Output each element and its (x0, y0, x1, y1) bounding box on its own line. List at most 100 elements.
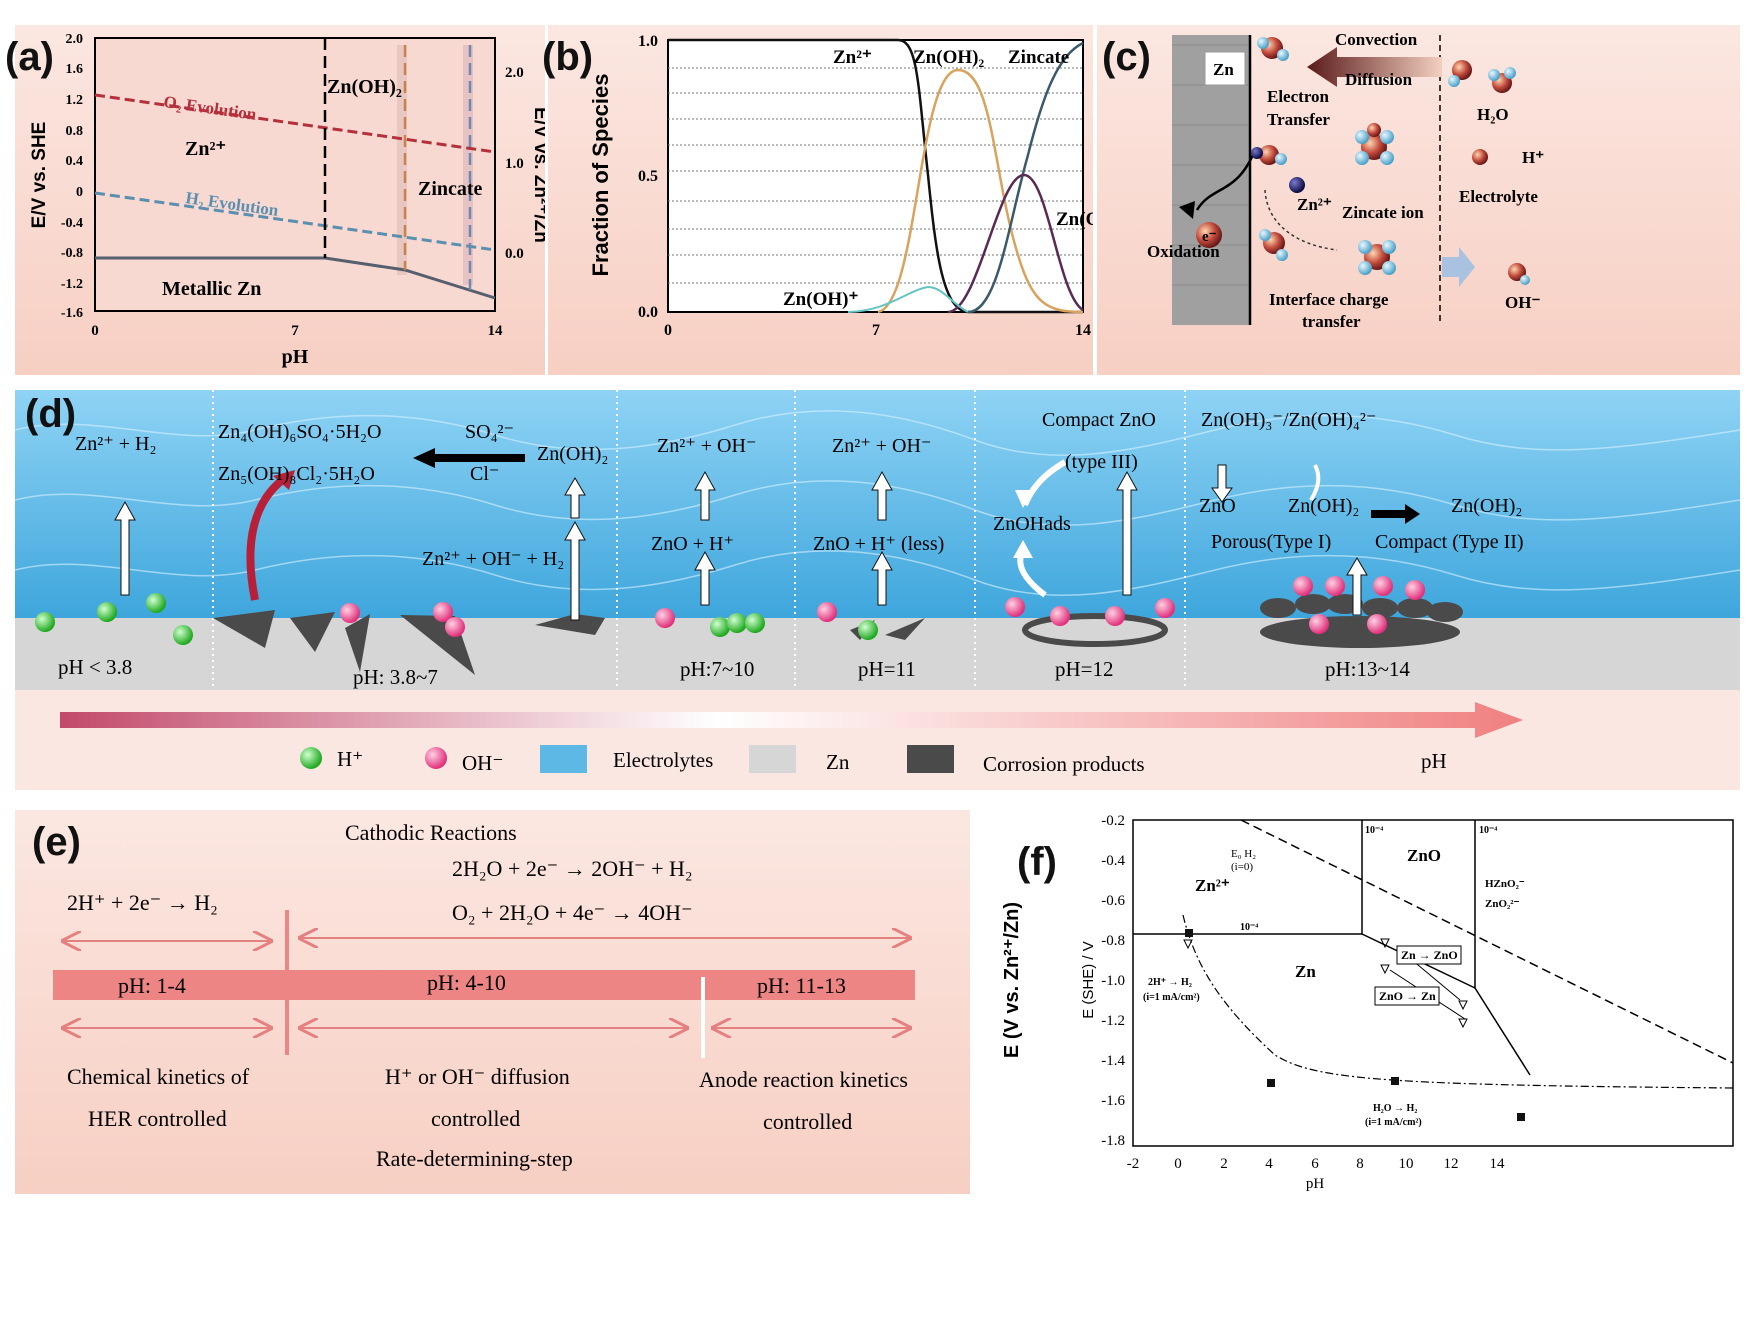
f-xtick: 8 (1356, 1156, 1364, 1172)
b-xtick: 0 (664, 322, 672, 339)
panel-b-label: (b) (542, 35, 594, 79)
f-zno-to-zn: ZnO → Zn (1379, 989, 1436, 1003)
a-ylabel-left: E/V vs. SHE (29, 122, 50, 229)
f-xtick: 14 (1490, 1156, 1506, 1172)
f-conc2: 10⁻⁴ (1479, 825, 1497, 836)
c-interface-charge: Interface charge (1269, 290, 1389, 309)
f-zno: ZnO (1407, 846, 1441, 865)
a-ytick: 1.6 (66, 62, 84, 77)
e-reaction-acid: 2H⁺ + 2e⁻ → H₂ (67, 890, 218, 915)
d-ph-5: pH=12 (1055, 657, 1114, 681)
d-ph-1: pH < 3.8 (58, 655, 132, 679)
d-s2-text4: Zn(OH)₂ (537, 443, 608, 465)
f-ytick: -0.4 (1101, 853, 1125, 869)
e-range-1: pH: 1-4 (118, 973, 186, 998)
a-region-znoh2: Zn(OH)₂ (327, 76, 402, 98)
f-hzno2: HZnO₂⁻ (1485, 878, 1525, 890)
f-ytick: -1.0 (1101, 973, 1125, 989)
a-xtick: 14 (488, 323, 504, 339)
f-zn2: Zn²⁺ (1195, 876, 1230, 895)
f-xtick: 12 (1444, 1156, 1459, 1172)
e-control-1b: HER controlled (88, 1106, 227, 1131)
b-ytick: 0.5 (638, 168, 658, 185)
a-ytick: -1.2 (61, 277, 83, 292)
f-ytick: -1.4 (1101, 1053, 1125, 1069)
b-species-zincate: Zincate (1008, 47, 1069, 68)
f-i1a: (i=1 mA/cm²) (1143, 992, 1200, 1003)
d-s6-text0: Zn(OH)₃⁻/Zn(OH)₄²⁻ (1201, 409, 1376, 431)
c-convection: Convection (1335, 30, 1418, 49)
a-ytick-right: 2.0 (505, 65, 524, 81)
f-xtick: -2 (1127, 1156, 1140, 1172)
d-s5-text1: (type III) (1065, 451, 1138, 473)
f-ytick: -1.8 (1101, 1133, 1125, 1149)
f-h2o-h2: H₂O → H₂ (1373, 1103, 1417, 1114)
a-ytick-right: 0.0 (505, 246, 524, 262)
f-2h-h2: 2H⁺ → H₂ (1148, 977, 1192, 988)
d-s1-text0: Zn²⁺ + H₂ (75, 433, 156, 455)
c-ohminus: OH⁻ (1505, 293, 1540, 312)
f-i0: (i=0) (1231, 861, 1253, 873)
d-s4-text0: Zn²⁺ + OH⁻ (832, 435, 932, 457)
c-electron: Electron (1267, 87, 1330, 106)
c-diffusion: Diffusion (1345, 70, 1413, 89)
f-zn-to-zno: Zn → ZnO (1401, 948, 1458, 962)
d-ph-3: pH:7~10 (680, 657, 754, 681)
c-hplus: H⁺ (1522, 148, 1544, 167)
f-e0h2: E₀ H₂ (1231, 848, 1256, 860)
e-control-1a: Chemical kinetics of (67, 1064, 250, 1089)
c-zincate-ion: Zincate ion (1342, 203, 1424, 222)
d-legend-hplus: H⁺ (337, 747, 363, 771)
d-legend-electrolytes: Electrolytes (613, 748, 713, 772)
d-s3-text0: Zn²⁺ + OH⁻ (657, 435, 757, 457)
d-ph-4: pH=11 (858, 657, 916, 681)
e-control-2b: controlled (431, 1106, 520, 1131)
f-ytick: -0.8 (1101, 933, 1125, 949)
b-species-zn2: Zn²⁺ (833, 47, 872, 68)
b-xtick: 14 (1075, 322, 1091, 339)
a-ytick: 0.8 (66, 124, 84, 139)
a-xlabel: pH (282, 346, 309, 368)
b-ylabel: Fraction of Species (588, 74, 613, 277)
d-s6-text3: Zn(OH)₂ (1451, 495, 1522, 517)
panel-b-plot: 1.0 0.5 0.0 0 7 14 Fraction of Species Z… (588, 33, 1137, 339)
d-legend-zn: Zn (826, 750, 850, 774)
f-xtick: 4 (1265, 1156, 1273, 1172)
panel-e-label: (e) (32, 820, 81, 864)
d-s6-text4: Porous(Type I) (1211, 531, 1331, 553)
f-ylabel-inner: E (SHE) / V (1080, 941, 1097, 1019)
a-ytick: -1.6 (61, 306, 83, 321)
a-xtick: 7 (291, 323, 299, 339)
panel-c-scene: Zn Convection Diffusion Electron Transfe… (1147, 30, 1544, 331)
c-electrolyte: Electrolyte (1459, 187, 1538, 206)
panel-d-scene: Zn²⁺ + H₂ Zn₄(OH)₆SO₄·5H₂O Zn₅(OH)₈Cl₂·5… (14, 390, 1741, 776)
d-ph-6: pH:13~14 (1325, 657, 1410, 681)
c-eminus: e⁻ (1202, 229, 1217, 245)
c-oxidation: Oxidation (1147, 242, 1220, 261)
f-i1b: (i=1 mA/cm²) (1365, 1117, 1422, 1128)
a-ytick: 1.2 (66, 93, 84, 108)
d-legend-corrosion: Corrosion products (983, 752, 1145, 776)
d-s2-text0: Zn₄(OH)₆SO₄·5H₂O (218, 421, 381, 443)
b-species-znoh2: Zn(OH)₂ (913, 47, 984, 68)
c-zn2: Zn²⁺ (1297, 195, 1332, 214)
panel-f: -0.2 -0.4 -0.6 -0.8 -1.0 -1.2 -1.4 -1.6 … (985, 805, 1745, 1197)
a-ytick: 0.4 (66, 154, 84, 169)
panel-c-label: (c) (1102, 35, 1151, 79)
d-s2-text1: Zn₅(OH)₈Cl₂·5H₂O (218, 463, 375, 485)
panel-d-label: (d) (25, 392, 77, 436)
d-s6-text1: ZnO (1199, 495, 1236, 517)
a-ytick: 0 (76, 185, 83, 200)
a-region-zincate: Zincate (418, 178, 483, 200)
f-conc1: 10⁻⁴ (1365, 825, 1383, 836)
d-s3-text1: ZnO + H⁺ (651, 533, 734, 555)
a-ytick: 2.0 (66, 32, 84, 47)
a-ytick: -0.4 (61, 216, 83, 231)
f-zn: Zn (1295, 962, 1316, 981)
f-ytick: -0.6 (1101, 893, 1125, 909)
panel-e-diagram: Cathodic Reactions 2H₂O + 2e⁻ → 2OH⁻ + H… (53, 820, 915, 1171)
panel-a: 2.0 1.6 1.2 0.8 0.4 0 -0.4 -0.8 -1.2 -1.… (5, 25, 551, 375)
b-ytick: 0.0 (638, 304, 658, 321)
panel-c: Zn Convection Diffusion Electron Transfe… (1097, 25, 1740, 375)
f-xtick: 6 (1311, 1156, 1319, 1172)
